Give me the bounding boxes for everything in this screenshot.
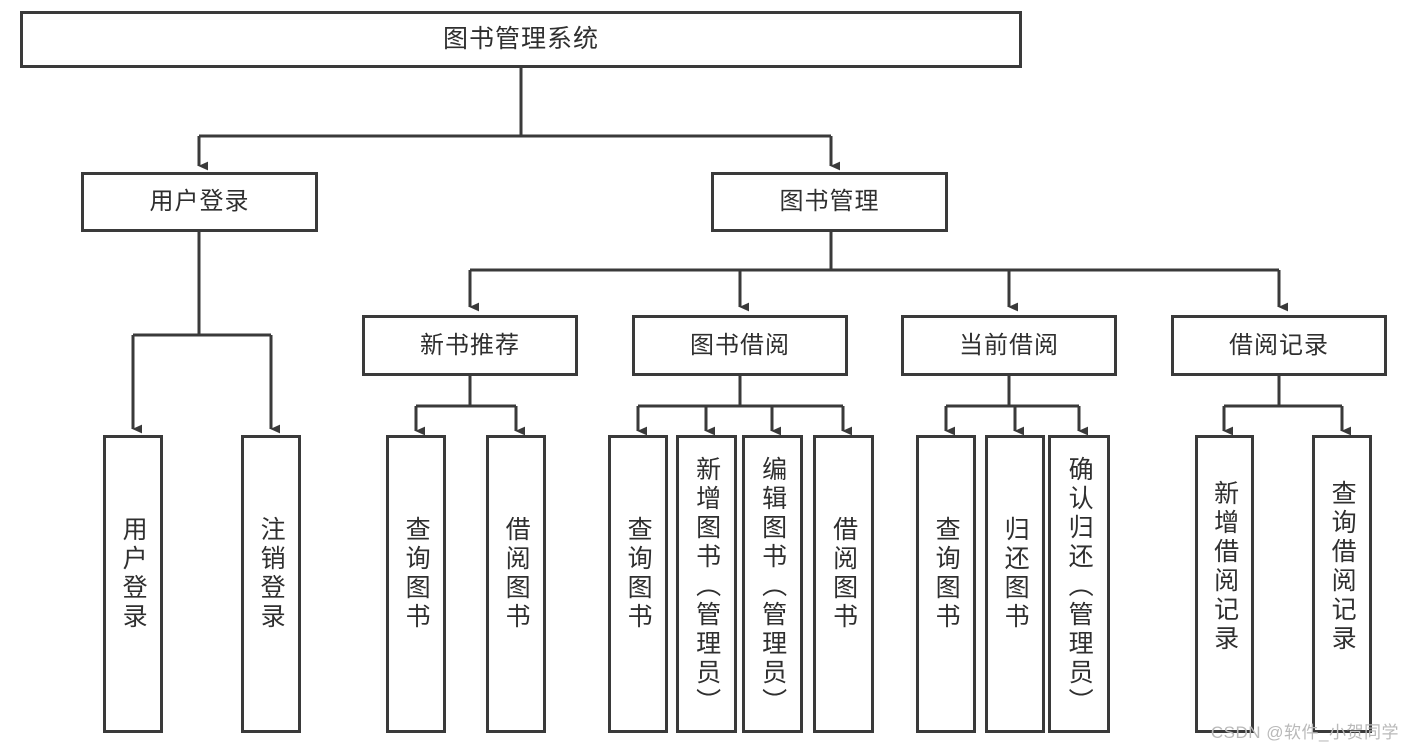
node-user-login[interactable]: 用户登录 [81, 172, 318, 232]
leaf-return-book[interactable]: 归还图书 [985, 435, 1045, 733]
node-current-borrow[interactable]: 当前借阅 [901, 315, 1117, 376]
leaf-borrow-book-new[interactable]: 借阅图书 [486, 435, 546, 733]
node-label: 新书推荐 [420, 331, 520, 359]
node-book-borrow[interactable]: 图书借阅 [632, 315, 848, 376]
node-label: 当前借阅 [959, 331, 1059, 359]
node-book-management[interactable]: 图书管理 [711, 172, 948, 232]
leaf-add-book-admin[interactable]: 新增图书（管理员） [676, 435, 737, 733]
node-label: 借阅记录 [1229, 331, 1329, 359]
leaf-label: 查询图书 [402, 516, 431, 632]
node-label: 用户登录 [149, 188, 250, 215]
leaf-label: 用户登录 [119, 516, 148, 632]
leaf-label: 借阅图书 [502, 516, 531, 632]
leaf-query-borrow-record[interactable]: 查询借阅记录 [1312, 435, 1372, 733]
leaf-label: 编辑图书（管理员） [758, 456, 787, 717]
leaf-label: 注销登录 [257, 516, 286, 632]
watermark: CSDN @软件_小贺同学 [1210, 723, 1399, 742]
leaf-label: 归还图书 [1001, 516, 1030, 632]
leaf-label: 确认归还（管理员） [1065, 456, 1094, 717]
leaf-label: 借阅图书 [829, 516, 858, 632]
leaf-add-borrow-record[interactable]: 新增借阅记录 [1195, 435, 1254, 733]
leaf-borrow-book[interactable]: 借阅图书 [813, 435, 874, 733]
node-label: 图书借阅 [690, 331, 790, 359]
node-label: 图书管理 [779, 188, 880, 215]
leaf-user-login[interactable]: 用户登录 [103, 435, 163, 733]
leaf-logout[interactable]: 注销登录 [241, 435, 301, 733]
leaf-confirm-return-admin[interactable]: 确认归还（管理员） [1048, 435, 1110, 733]
leaf-edit-book-admin[interactable]: 编辑图书（管理员） [742, 435, 803, 733]
node-borrow-records[interactable]: 借阅记录 [1171, 315, 1387, 376]
node-root-system[interactable]: 图书管理系统 [20, 11, 1022, 68]
leaf-label: 查询借阅记录 [1328, 480, 1357, 654]
leaf-label: 查询图书 [624, 516, 653, 632]
leaf-query-book-new[interactable]: 查询图书 [386, 435, 446, 733]
node-label: 图书管理系统 [442, 24, 599, 53]
leaf-query-book-current[interactable]: 查询图书 [916, 435, 976, 733]
leaf-label: 新增借阅记录 [1210, 480, 1239, 654]
leaf-label: 查询图书 [932, 516, 961, 632]
leaf-query-book-borrow[interactable]: 查询图书 [608, 435, 668, 733]
leaf-label: 新增图书（管理员） [692, 456, 721, 717]
node-new-book-recommend[interactable]: 新书推荐 [362, 315, 578, 376]
